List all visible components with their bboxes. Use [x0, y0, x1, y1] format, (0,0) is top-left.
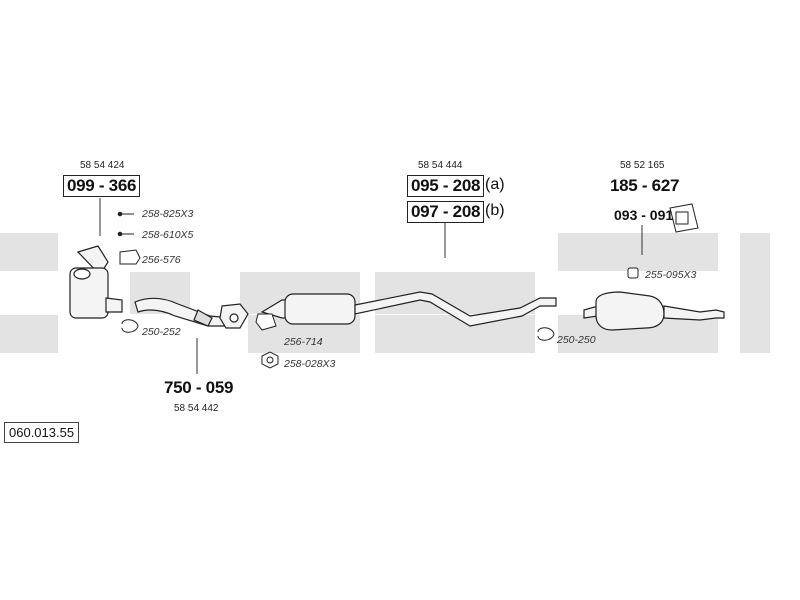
mounting-bracket-inner-icon [675, 211, 689, 225]
bolt-head-icon [117, 211, 123, 217]
middle-silencer [260, 291, 557, 327]
gasket-icon [255, 313, 277, 331]
rear-part-ref: 58 52 165 [620, 160, 665, 171]
middle-part-ref: 58 54 444 [418, 160, 463, 171]
watermark-block [0, 315, 58, 353]
front-pipe-part-number[interactable]: 750 - 059 [164, 378, 234, 397]
rear-hardware-1[interactable]: 255-095X3 [645, 269, 697, 281]
watermark-block [375, 315, 535, 353]
front-pipe-part-ref: 58 54 442 [174, 403, 219, 414]
front-pipe-hardware-1[interactable]: 256-714 [284, 336, 323, 348]
front-part-number[interactable]: 099 - 366 [63, 175, 141, 197]
middle-variant-a-suffix: (a) [485, 176, 505, 193]
watermark-block [740, 233, 770, 353]
front-pipe [134, 297, 249, 329]
rubber-mount-icon [627, 267, 639, 279]
rear-part-number[interactable]: 185 - 627 [610, 176, 680, 195]
front-clamp-code[interactable]: 250-252 [142, 326, 181, 338]
bolt-head-icon [117, 231, 123, 237]
middle-part-number-b[interactable]: 097 - 208 [407, 201, 485, 223]
rear-silencer [583, 291, 725, 331]
clamp-icon [121, 319, 139, 333]
front-hardware-2[interactable]: 258-610X5 [142, 229, 194, 241]
nut-hole-icon [266, 356, 274, 364]
gasket-icon [119, 249, 141, 265]
front-pipe-hardware-2[interactable]: 258-028X3 [284, 358, 336, 370]
watermark-block [0, 233, 58, 271]
middle-part-number-a[interactable]: 095 - 208 [407, 175, 485, 197]
diagram-code: 060.013.55 [4, 422, 80, 443]
rear-mount-part-number[interactable]: 093 - 091 [614, 207, 674, 223]
front-hardware-1[interactable]: 258-825X3 [142, 208, 194, 220]
middle-variant-b-suffix: (b) [485, 202, 505, 219]
clamp-icon [537, 327, 555, 341]
front-hardware-3[interactable]: 256-576 [142, 254, 181, 266]
watermark-block [558, 233, 718, 271]
middle-clamp-code[interactable]: 250-250 [557, 334, 596, 346]
catalytic-converter [69, 245, 123, 319]
front-part-ref: 58 54 424 [80, 160, 125, 171]
